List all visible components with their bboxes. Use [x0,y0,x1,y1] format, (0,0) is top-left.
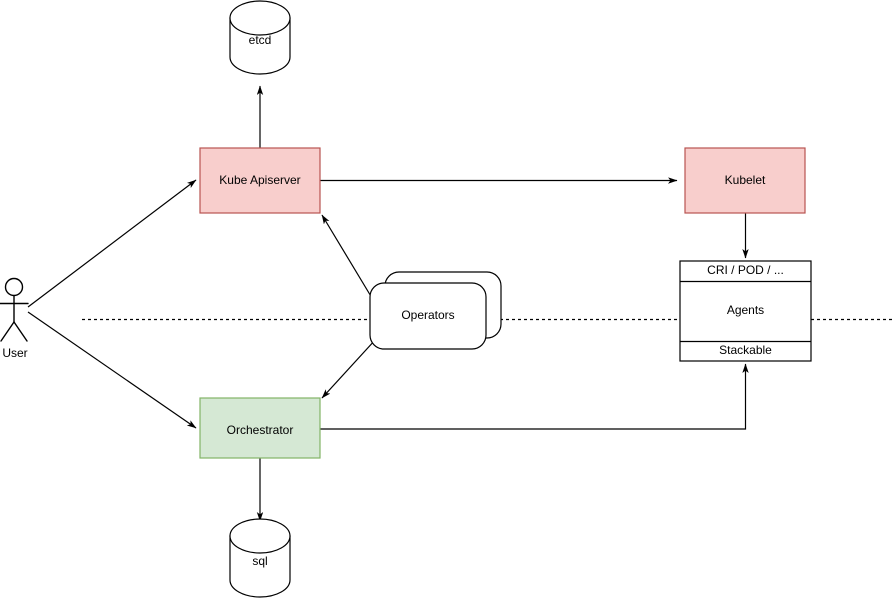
edge-operators-to-orchestrator [321,338,377,399]
node-etcd[interactable]: etcd [229,0,291,75]
actor-user[interactable]: User [0,277,29,361]
node-agents-footer-label: Stackable [719,343,772,357]
node-operators-label: Operators [401,308,454,322]
edge-operators-to-kube-apiserver [321,214,376,304]
node-sql-label: sql [252,554,267,568]
node-kubelet[interactable]: Kubelet [684,147,806,214]
node-agents-header-label: CRI / POD / ... [707,263,784,277]
node-agents[interactable]: CRI / POD / ... Agents Stackable [679,260,812,362]
edge-user-to-kube-apiserver [27,179,197,308]
node-kube-apiserver[interactable]: Kube Apiserver [199,147,321,214]
node-kube-apiserver-label: Kube Apiserver [219,173,300,187]
node-orchestrator[interactable]: Orchestrator [199,397,321,459]
node-sql[interactable]: sql [229,518,291,598]
node-etcd-label: etcd [249,33,272,47]
node-agents-body-label: Agents [727,303,764,317]
node-kubelet-label: Kubelet [725,173,766,187]
edge-orchestrator-to-stackable [320,363,749,430]
actor-user-label: User [2,346,27,360]
node-orchestrator-label: Orchestrator [227,423,294,437]
edge-user-to-orchestrator [27,311,197,429]
node-operators[interactable]: Operators [369,271,502,350]
